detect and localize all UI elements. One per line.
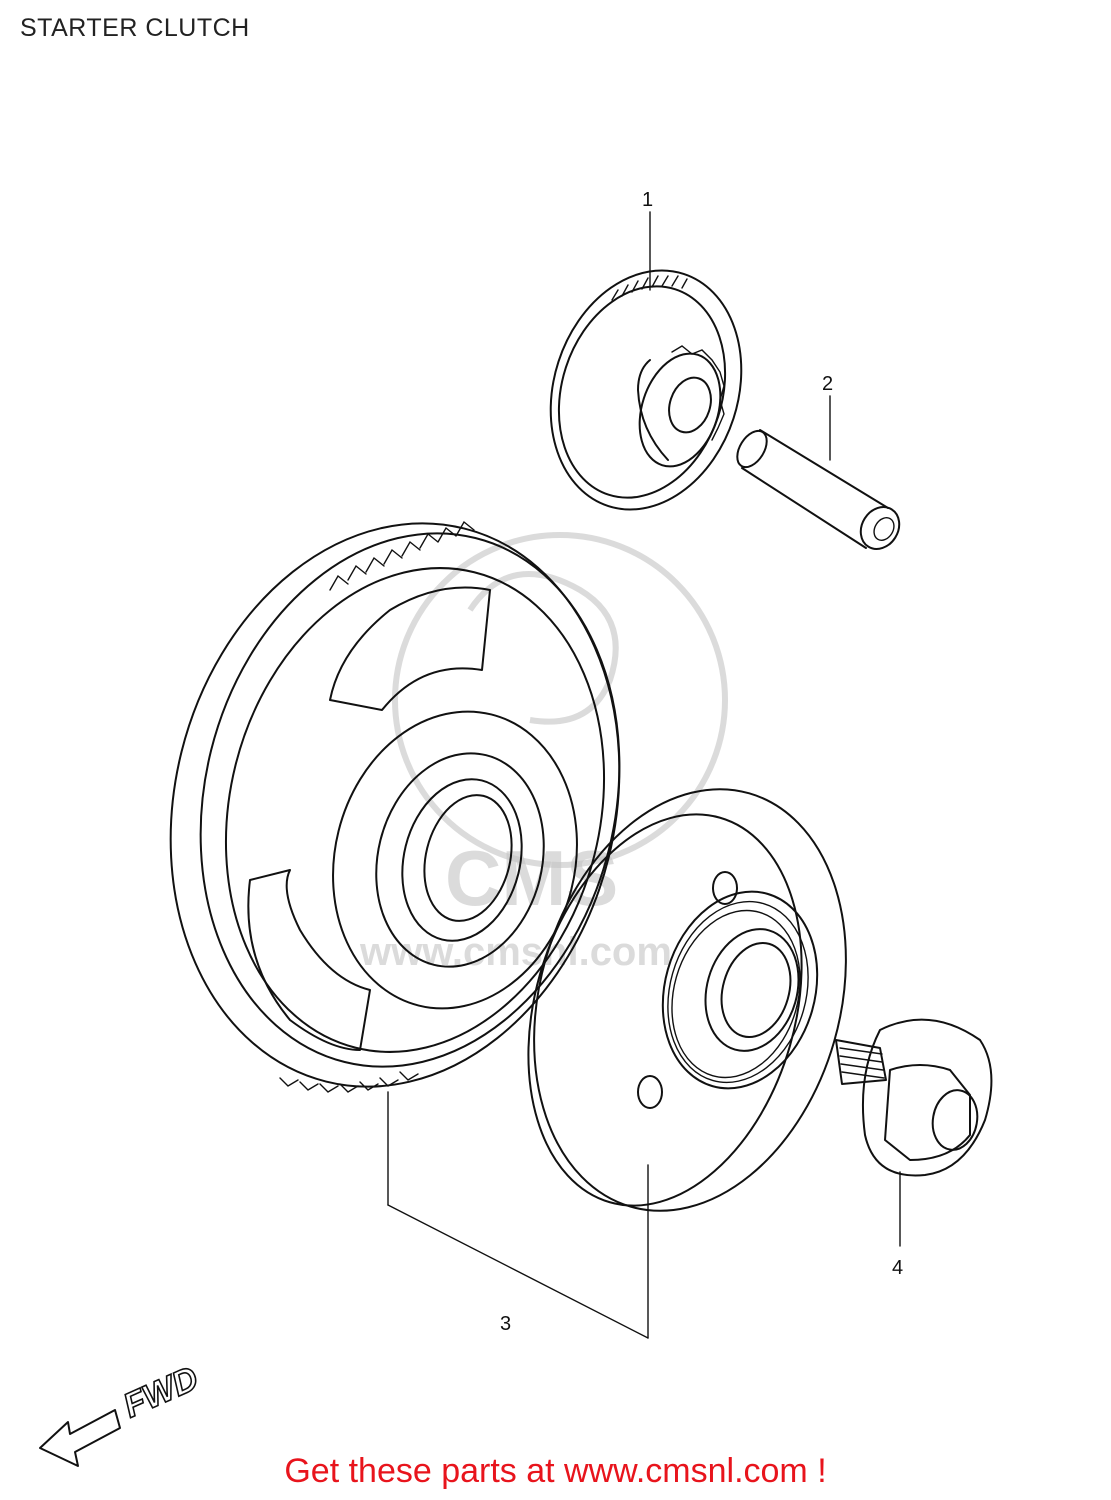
callout-3: 3 bbox=[500, 1313, 511, 1335]
arrow-left-icon bbox=[39, 1409, 121, 1467]
leader-3 bbox=[387, 1091, 649, 1339]
page-title: STARTER CLUTCH bbox=[20, 14, 250, 42]
part-4-bolt bbox=[835, 1018, 993, 1177]
part-3-starter-gear bbox=[169, 520, 621, 1093]
part-2-shaft bbox=[736, 429, 901, 550]
callout-2: 2 bbox=[822, 373, 833, 395]
callout-1: 1 bbox=[642, 189, 653, 211]
part-3-clutch-body bbox=[527, 788, 847, 1212]
fwd-label: FWD bbox=[118, 1359, 204, 1425]
part-1-idle-gear bbox=[549, 269, 743, 511]
callout-4: 4 bbox=[892, 1257, 903, 1279]
cms-logo-watermark: CMS www.cmsnl.com bbox=[359, 532, 728, 974]
watermark-url: www.cmsnl.com bbox=[359, 930, 672, 974]
promo-link[interactable]: Get these parts at www.cmsnl.com ! bbox=[284, 1452, 827, 1490]
fwd-indicator: FWD bbox=[39, 1358, 205, 1467]
